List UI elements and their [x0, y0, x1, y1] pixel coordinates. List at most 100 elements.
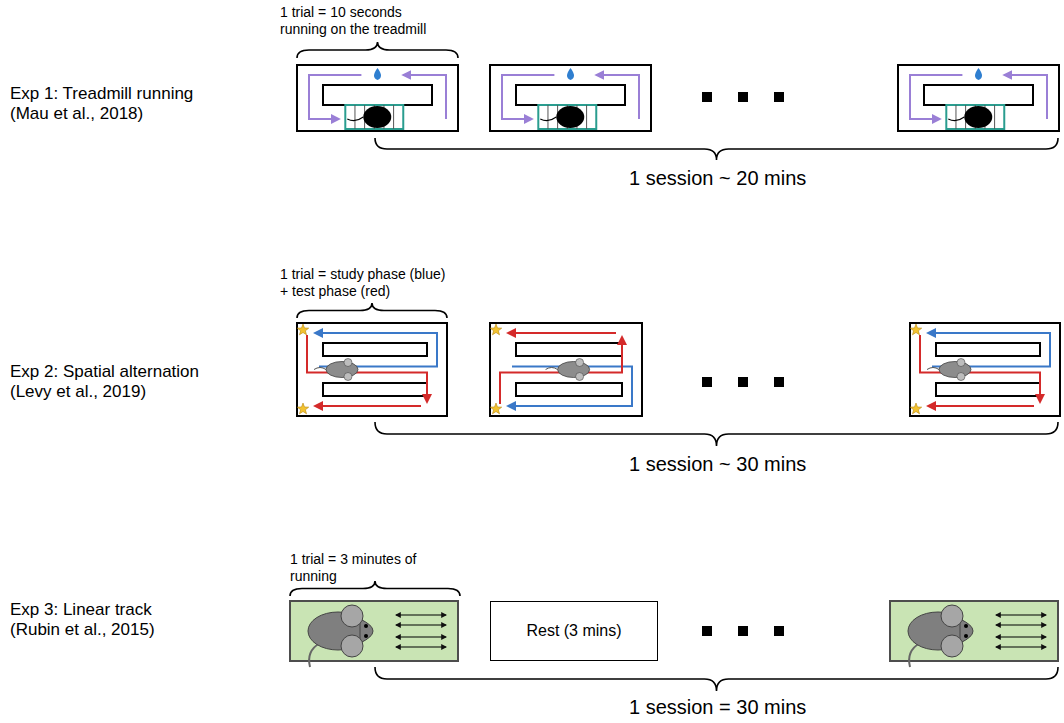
inner-wall: [323, 383, 427, 396]
mouse-tail: [347, 117, 363, 121]
treadmill: [946, 105, 1004, 129]
treadmill-belt: [994, 105, 995, 129]
brace: [297, 42, 458, 58]
trial-note: 1 trial = study phase (blue) + test phas…: [280, 266, 452, 300]
run-arrow: [920, 335, 1040, 402]
mouse-tail: [314, 368, 326, 370]
ellipsis-dot: [774, 626, 784, 636]
arena-wall: [490, 65, 651, 131]
ellipsis-dot: [702, 377, 712, 387]
experiment-title: Exp 1: Treadmill running (Mau et al., 20…: [10, 84, 215, 125]
treadmill-arena: [898, 65, 1059, 131]
run-arrow: [1004, 75, 1047, 119]
run-arrow: [403, 75, 446, 119]
run-arrow: [996, 614, 1046, 615]
maze-arena: [910, 323, 1060, 416]
run-arrow: [396, 624, 446, 625]
linear-track: [890, 601, 1058, 667]
mouse-tail: [540, 117, 556, 121]
treadmill-belt: [354, 105, 355, 129]
mouse: [939, 362, 971, 378]
ellipsis-dot: [702, 92, 712, 102]
mouse-ear: [957, 373, 965, 381]
water-drop: [975, 68, 982, 80]
experiment-title: Exp 3: Linear track (Rubin et al., 2015): [10, 600, 182, 641]
mouse: [326, 362, 358, 378]
run-arrow: [396, 636, 446, 637]
run-arrow: [396, 646, 446, 647]
arena-wall: [898, 65, 1059, 131]
brace: [297, 303, 447, 318]
track-floor: [890, 601, 1058, 661]
run-arrow: [315, 333, 437, 367]
water-drop: [567, 68, 574, 80]
inner-wall: [516, 343, 622, 356]
treadmill-belt: [547, 105, 548, 129]
arena-wall: [297, 65, 458, 131]
mouse: [558, 362, 590, 378]
trial-note: 1 trial = 3 minutes of running: [290, 551, 430, 585]
run-arrow: [928, 333, 1050, 367]
run-arrow: [996, 624, 1046, 625]
reward-star: [910, 403, 921, 414]
brace: [375, 422, 1058, 446]
ellipsis-dot: [774, 377, 784, 387]
arena-wall: [490, 323, 642, 416]
maze-arena: [297, 323, 447, 416]
run-arrow: [396, 614, 446, 615]
brace: [375, 667, 1058, 691]
inner-wall: [936, 383, 1040, 396]
inner-wall: [516, 383, 622, 396]
ellipsis-dot: [702, 626, 712, 636]
mouse-ear: [344, 359, 352, 367]
mouse-tail: [927, 368, 939, 370]
run-arrow: [996, 636, 1046, 637]
ellipsis-dot: [738, 377, 748, 387]
mouse-ear: [341, 635, 363, 657]
node-text: Rest (3 mins): [526, 622, 621, 640]
reward-star: [490, 403, 501, 414]
treadmill-arena: [297, 65, 458, 131]
ellipsis-dot: [738, 92, 748, 102]
trial-note: 1 trial = 10 seconds running on the trea…: [280, 4, 440, 38]
mouse-head: [960, 619, 973, 643]
reward-star: [297, 324, 308, 335]
run-arrow: [307, 335, 427, 402]
mouse-ear: [576, 373, 584, 381]
mouse-tail: [948, 117, 964, 121]
arena-wall: [297, 323, 447, 416]
treadmill-belt: [955, 105, 956, 129]
session-length: 1 session = 30 mins: [629, 695, 806, 719]
mouse-tail: [546, 368, 558, 370]
mouse-eye: [364, 624, 368, 628]
mouse-eye: [964, 634, 968, 638]
mouse-ear: [344, 373, 352, 381]
brace: [375, 138, 1058, 160]
treadmill: [345, 105, 403, 129]
mouse-ear: [941, 605, 963, 627]
mouse: [556, 106, 584, 128]
treadmill: [538, 105, 596, 129]
mouse-tail: [909, 643, 920, 667]
run-arrow: [500, 337, 622, 404]
mouse-tail: [309, 643, 320, 667]
mouse-eye: [964, 624, 968, 628]
reward-star: [910, 324, 921, 335]
water-drop: [374, 68, 381, 80]
mouse-head: [360, 619, 373, 643]
ellipsis-dot: [738, 626, 748, 636]
mouse-ear: [576, 359, 584, 367]
inner-wall: [936, 343, 1040, 356]
mouse-eye: [364, 634, 368, 638]
mouse: [363, 106, 391, 128]
session-length: 1 session ~ 20 mins: [629, 166, 806, 190]
mouse-ear: [957, 359, 965, 367]
session-length: 1 session ~ 30 mins: [629, 452, 806, 476]
treadmill-arena: [490, 65, 651, 131]
reward-star: [490, 324, 501, 335]
run-arrow: [315, 405, 421, 407]
run-arrow: [928, 405, 1034, 407]
mouse: [964, 106, 992, 128]
maze-arena: [490, 323, 642, 416]
